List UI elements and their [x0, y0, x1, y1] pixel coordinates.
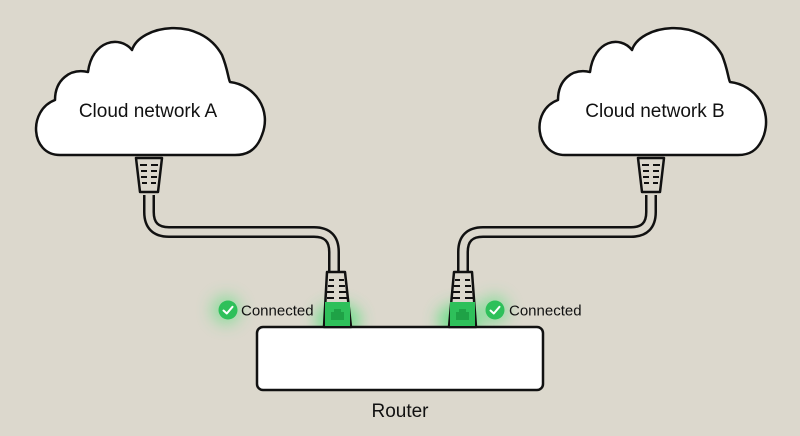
cable-a — [143, 195, 340, 272]
plug-cloud-b — [636, 156, 666, 194]
status-connection-a: Connected — [218, 300, 314, 320]
cloud-a-shape — [34, 26, 267, 157]
router-box — [255, 325, 545, 392]
status-connection-b: Connected — [485, 300, 582, 320]
plug-router-b — [447, 270, 478, 329]
status-text-a: Connected — [241, 303, 314, 320]
cloud-b-shape — [538, 26, 768, 157]
cable-b — [457, 195, 657, 272]
ethernet-port-icon — [456, 309, 469, 320]
check-circle-icon — [218, 300, 238, 320]
router-label: Router — [371, 401, 429, 422]
check-circle-icon — [485, 300, 505, 320]
plug-router-a — [322, 270, 353, 329]
router: Router — [255, 325, 545, 422]
cloud-b-label: Cloud network B — [585, 101, 724, 122]
cloud-network-a: Cloud network A — [34, 26, 267, 157]
status-text-b: Connected — [509, 303, 582, 320]
plug-cloud-a — [134, 156, 164, 194]
cloud-a-label: Cloud network A — [79, 101, 218, 122]
ethernet-port-icon — [331, 309, 344, 320]
cloud-network-b: Cloud network B — [538, 26, 768, 157]
